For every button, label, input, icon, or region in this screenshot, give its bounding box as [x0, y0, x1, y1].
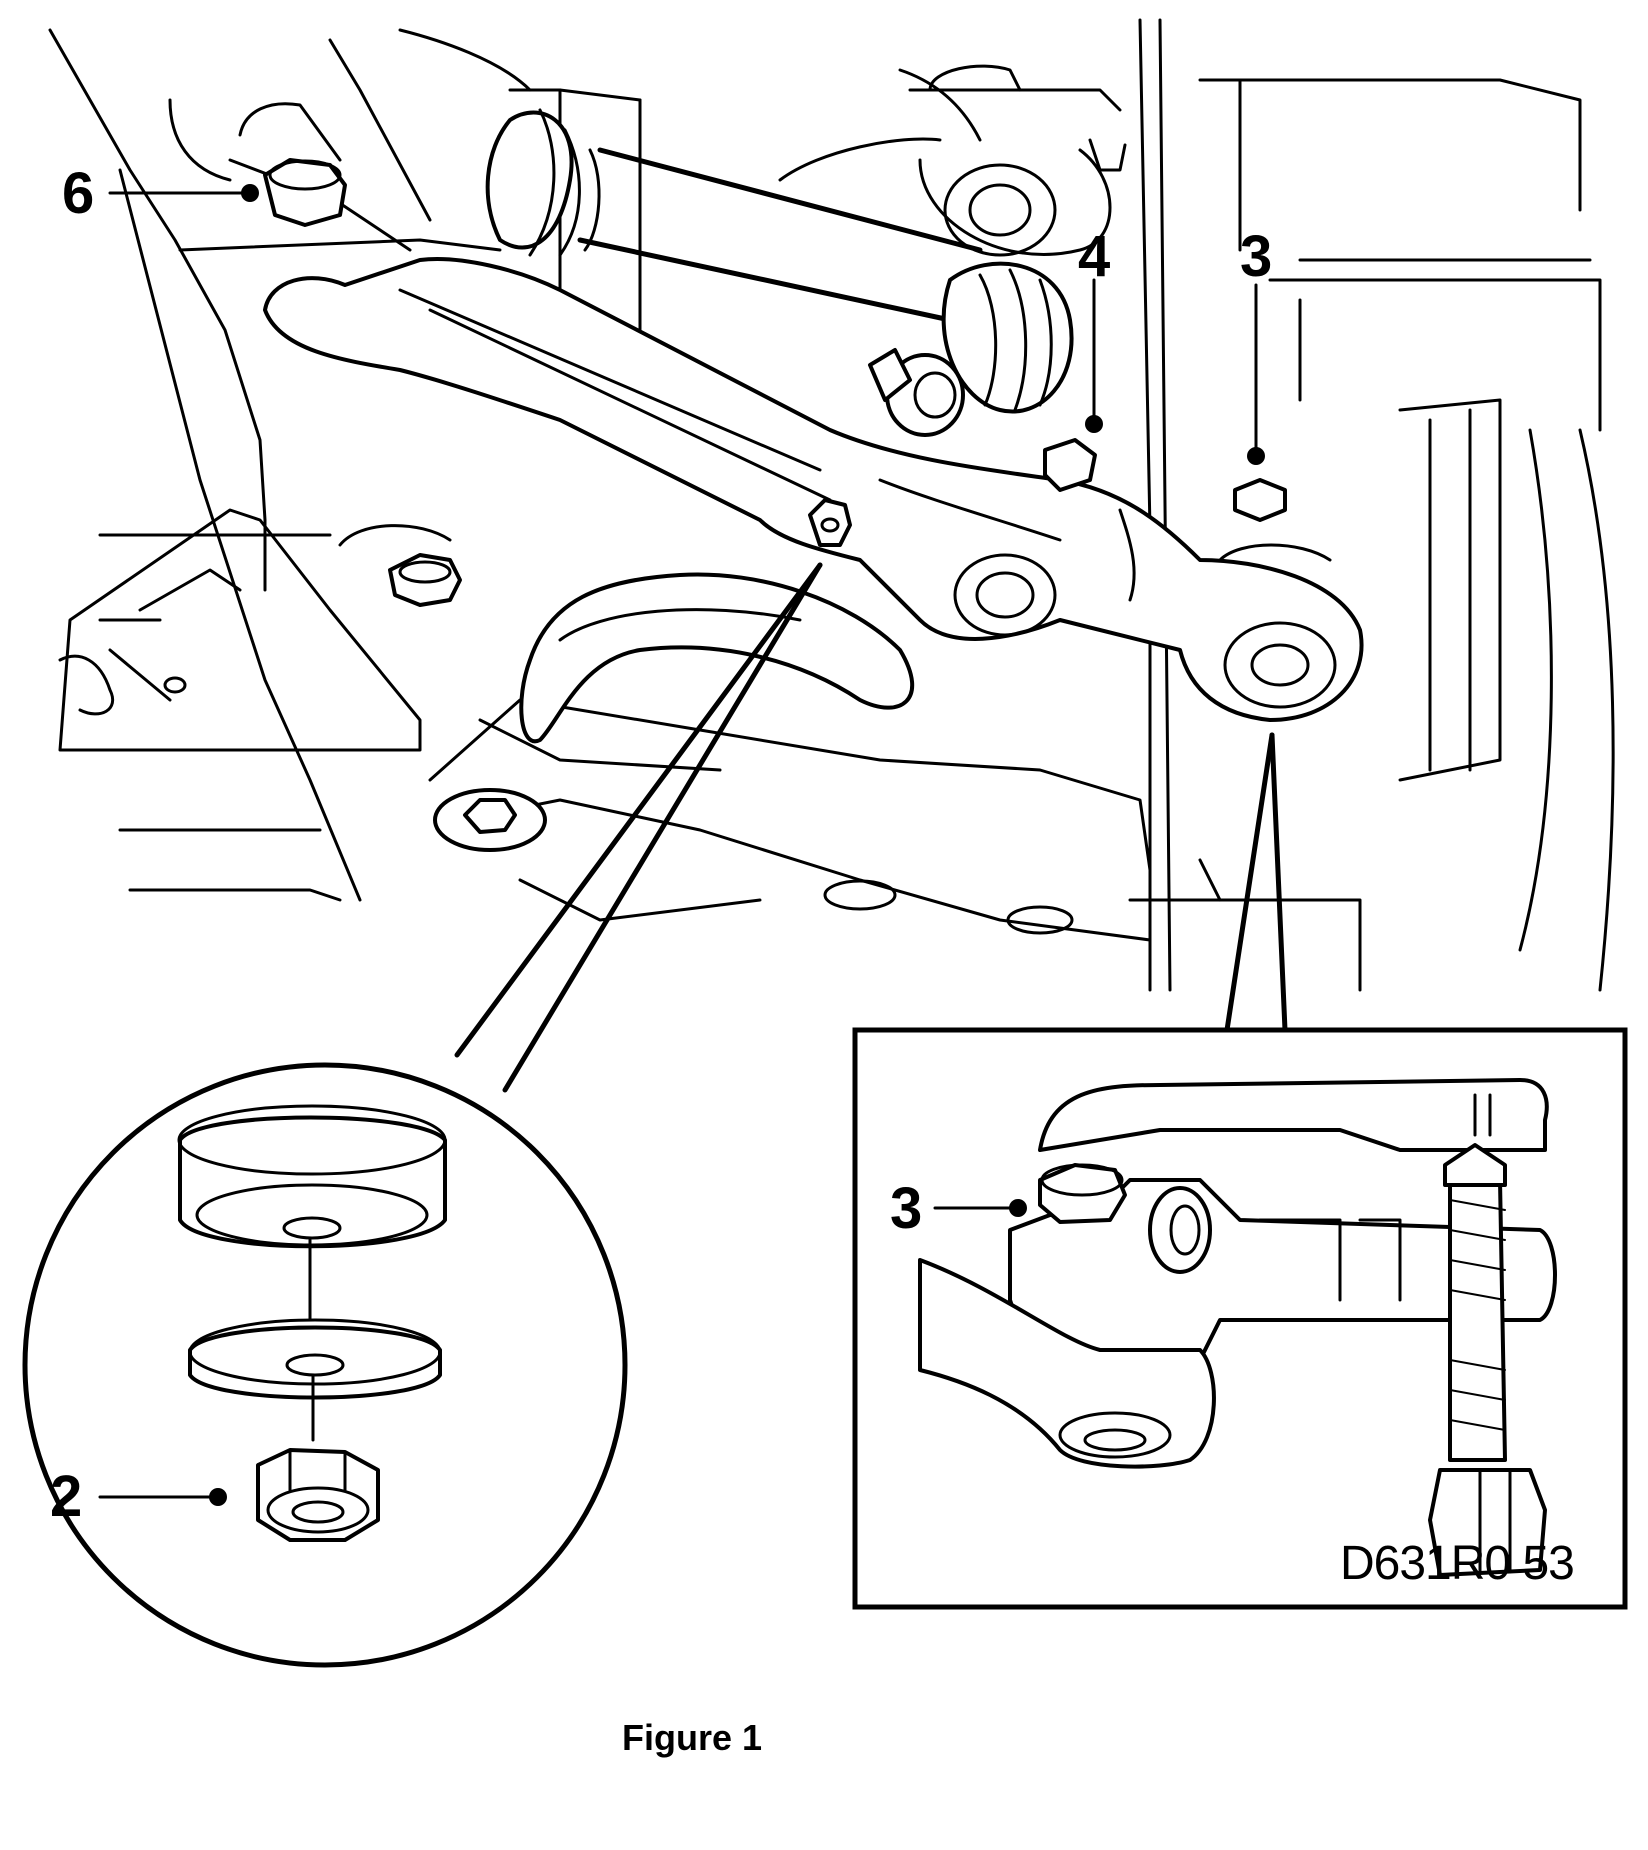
- callout-2: 2: [50, 1464, 83, 1529]
- callout-3-inset: 3: [890, 1176, 923, 1241]
- drive-shaft: [485, 108, 1074, 414]
- bolt-4: [1043, 438, 1097, 492]
- callout-3-main: 3: [1240, 224, 1273, 289]
- callout-6: 6: [62, 161, 95, 226]
- control-arm: [263, 257, 1364, 722]
- bolt-center: [808, 498, 852, 547]
- subframe-bolt-lower: [433, 788, 547, 852]
- lower-wishbone: [519, 572, 915, 744]
- zoom-leader-left: [454, 562, 823, 1093]
- detail-inset-box: [852, 1027, 1628, 1610]
- hub-housing: [918, 64, 1127, 257]
- callout-leaders: [108, 184, 1265, 465]
- detail-circle: [22, 1062, 628, 1668]
- zoom-leader-right: [1224, 732, 1288, 1033]
- left-bracket-plate: [58, 508, 422, 902]
- figure-caption: Figure 1: [622, 1717, 763, 1758]
- drawing-code: D631R0 53: [1340, 1537, 1575, 1590]
- callout-4: 4: [1078, 224, 1111, 289]
- arm-bushing: [868, 348, 965, 437]
- subframe-outline: [48, 18, 1615, 992]
- bolt-6: [263, 158, 347, 227]
- nut-3-main: [1233, 478, 1287, 522]
- subframe-bolt-left: [338, 524, 462, 607]
